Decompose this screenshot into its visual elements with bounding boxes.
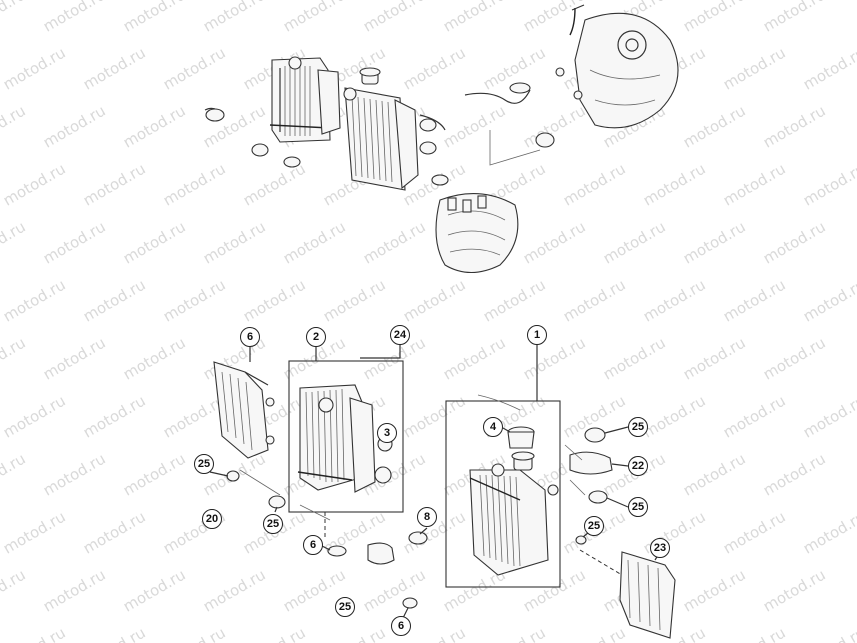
overview-left-radiator: [269, 56, 341, 143]
overview-cylinder-head: [431, 174, 519, 274]
callout-25-clamp[interactable]: 6: [303, 535, 323, 555]
left-radiator-guard: [213, 361, 275, 459]
overview-engine-cover: [555, 4, 679, 129]
callout-25-clamp[interactable]: 25: [628, 417, 648, 437]
callout-25-clamp[interactable]: 25: [628, 497, 648, 517]
callout-4-radiator-cap[interactable]: 4: [483, 417, 503, 437]
callout-20-hose[interactable]: 20: [202, 509, 222, 529]
callout-1-right-radiator[interactable]: 1: [527, 325, 547, 345]
callout-25-clamp[interactable]: 8: [417, 507, 437, 527]
callout-23-hose[interactable]: 25: [335, 597, 355, 617]
callout-3-plug[interactable]: 3: [377, 423, 397, 443]
right-radiator-guard: [579, 549, 676, 639]
callout-6-left-guard[interactable]: 6: [240, 327, 260, 347]
left-radiator-hoses: [226, 469, 428, 609]
callout-25-clamp[interactable]: 25: [263, 514, 283, 534]
callout-24-hose[interactable]: 24: [390, 325, 410, 345]
callout-8-bushing[interactable]: 25: [584, 516, 604, 536]
callout-2-left-radiator[interactable]: 2: [306, 327, 326, 347]
callout-25-clamp[interactable]: 6: [391, 616, 411, 636]
callout-6-right-guard[interactable]: 23: [650, 538, 670, 558]
leader-lines: [209, 344, 661, 619]
right-radiator-hoses: [564, 427, 613, 545]
left-radiator-assembly: [288, 360, 404, 540]
overview-right-radiator: [343, 67, 419, 191]
callout-22-hose[interactable]: 22: [628, 456, 648, 476]
callout-25-clamp[interactable]: 25: [194, 454, 214, 474]
right-radiator-assembly: [445, 394, 561, 588]
